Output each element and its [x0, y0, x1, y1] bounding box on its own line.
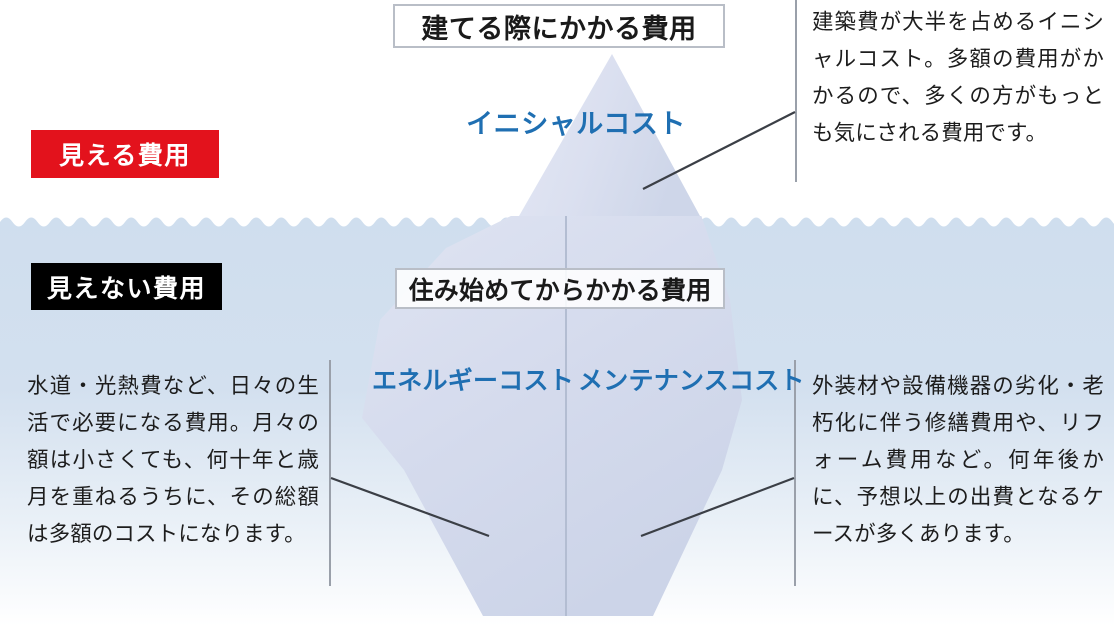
leader-line-maintenance [640, 476, 795, 538]
iceberg-label-initial-cost: イニシャルコスト [466, 109, 686, 139]
status-badge-invisible-cost: 見えない費用 [31, 263, 222, 310]
leader-line-initial [642, 111, 796, 190]
status-badge-visible-cost: 見える費用 [31, 130, 219, 178]
heading-running-cost: 住み始めてからかかる費用 [395, 268, 725, 309]
leader-line-energy [330, 476, 490, 538]
description-energy-cost: 水道・光熱費など、日々の生活で必要になる費用。月々の額は小さくても、何十年と歳月… [27, 374, 319, 546]
iceberg-above-water [519, 54, 700, 216]
description-maintenance-cost: 外装材や設備機器の劣化・老朽化に伴う修繕費用や、リフォーム費用など。何年後かに、… [812, 374, 1104, 546]
iceberg-label-maintenance-cost: メンテナンスコスト [578, 367, 805, 395]
heading-initial-cost: 建てる際にかかる費用 [393, 4, 725, 48]
description-initial-cost: 建築費が大半を占めるイニシャルコスト。多額の費用がかかるので、多くの方がもっとも… [812, 10, 1104, 145]
iceberg-label-energy-cost: エネルギーコスト [372, 367, 575, 395]
